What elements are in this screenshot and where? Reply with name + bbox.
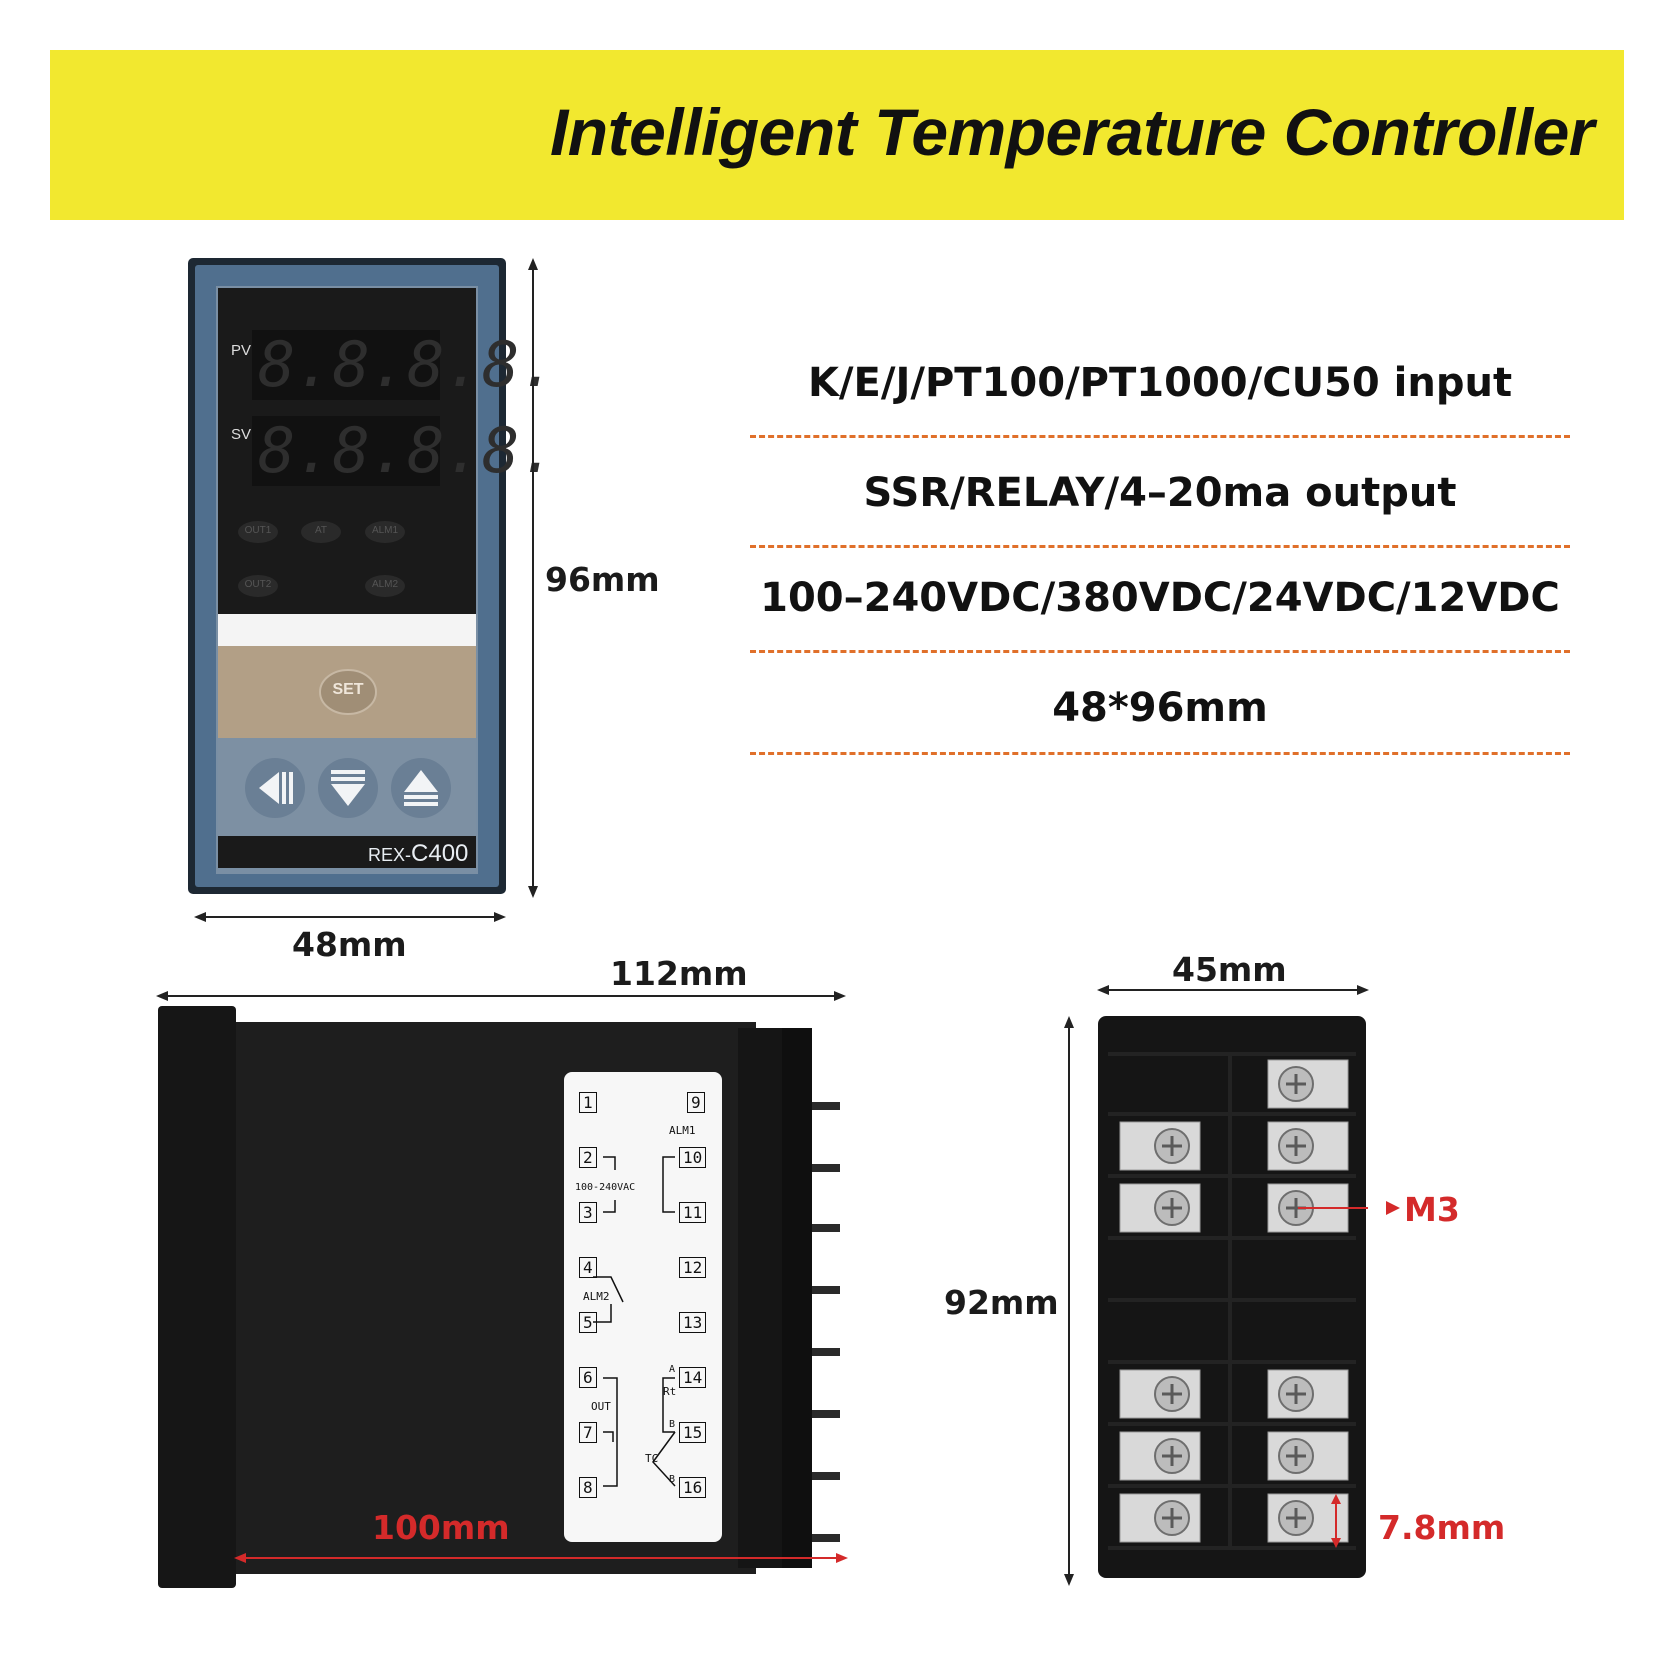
terminal-13: 13 bbox=[679, 1312, 707, 1333]
title-banner: Intelligent Temperature Controller bbox=[50, 50, 1624, 220]
front-height-arrow bbox=[528, 258, 538, 898]
alm1-label: ALM1 bbox=[669, 1124, 696, 1137]
pv-label: PV bbox=[231, 342, 252, 359]
rear-height-label: 92mm bbox=[944, 1283, 1059, 1322]
terminal-10: 10 bbox=[679, 1147, 707, 1168]
spec-input: K/E/J/PT100/PT1000/CU50 input bbox=[807, 360, 1513, 406]
rear-view bbox=[1098, 1016, 1368, 1578]
wiring-lines bbox=[593, 1156, 676, 1487]
indicator-at: AT bbox=[314, 525, 328, 536]
sv-display: 8.8.8.8. bbox=[258, 414, 557, 487]
side-length-label: 112mm bbox=[610, 954, 748, 993]
a-label: A bbox=[669, 1364, 676, 1375]
side-depth-label: 100mm bbox=[372, 1508, 510, 1547]
rear-height-arrow bbox=[1064, 1016, 1074, 1586]
tc-label: TC bbox=[645, 1452, 659, 1465]
up-arrow-icon[interactable] bbox=[400, 766, 442, 810]
arrow-right-icon bbox=[1386, 1201, 1400, 1215]
screw-size-label: M3 bbox=[1404, 1190, 1460, 1229]
spec-divider bbox=[750, 650, 1570, 653]
terminal-1: 1 bbox=[579, 1092, 597, 1113]
power-label: 100-240VAC bbox=[575, 1182, 636, 1193]
terminal-16: 16 bbox=[679, 1477, 707, 1498]
terminal-9: 9 bbox=[687, 1092, 705, 1113]
b-label: B bbox=[669, 1419, 676, 1430]
spec-divider bbox=[750, 435, 1570, 438]
front-width-arrow bbox=[194, 912, 506, 922]
out-label: OUT bbox=[591, 1400, 611, 1413]
terminal-12: 12 bbox=[679, 1257, 707, 1278]
terminal-11: 11 bbox=[679, 1202, 707, 1223]
indicator-alm2: ALM2 bbox=[371, 579, 399, 590]
indicator-alm1: ALM1 bbox=[371, 525, 399, 536]
alm2-label: ALM2 bbox=[583, 1290, 610, 1303]
terminal-3: 3 bbox=[579, 1202, 597, 1223]
spec-power: 100–240VDC/380VDC/24VDC/12VDC bbox=[760, 575, 1560, 621]
sv-label: SV bbox=[231, 426, 252, 443]
terminal-2: 2 bbox=[579, 1147, 597, 1168]
rear-width-arrow bbox=[1097, 985, 1369, 995]
spec-output: SSR/RELAY/4–20ma output bbox=[863, 470, 1457, 516]
pv-display: 8.8.8.8. bbox=[258, 328, 557, 401]
front-width-label: 48mm bbox=[292, 925, 407, 964]
down-arrow-icon[interactable] bbox=[327, 766, 369, 810]
rt-label: Rt bbox=[663, 1385, 677, 1398]
spec-divider bbox=[750, 545, 1570, 548]
spec-size: 48*96mm bbox=[1052, 685, 1268, 731]
indicator-out1: OUT1 bbox=[244, 525, 272, 536]
side-length-arrow bbox=[156, 991, 846, 1001]
front-panel bbox=[188, 258, 506, 894]
front-height-label: 96mm bbox=[545, 560, 660, 599]
spec-divider bbox=[750, 752, 1570, 755]
model-label: REX-C400 bbox=[368, 840, 469, 867]
terminal-6: 6 bbox=[579, 1367, 597, 1388]
shift-left-icon[interactable] bbox=[255, 768, 297, 808]
indicator-out2: OUT2 bbox=[244, 579, 272, 590]
set-button[interactable]: SET bbox=[332, 681, 364, 698]
side-view bbox=[158, 1006, 848, 1588]
terminal-15: 15 bbox=[679, 1422, 707, 1443]
terminal-pitch-label: 7.8mm bbox=[1378, 1508, 1506, 1547]
terminal-8: 8 bbox=[579, 1477, 597, 1498]
rear-width-label: 45mm bbox=[1172, 950, 1287, 989]
page-title: Intelligent Temperature Controller bbox=[549, 95, 1595, 169]
terminal-7: 7 bbox=[579, 1422, 597, 1443]
wiring-diagram: 1 2 3 4 5 6 7 8 9 10 11 12 13 14 15 16 A… bbox=[575, 1082, 725, 1542]
terminal-14: 14 bbox=[679, 1367, 707, 1388]
b-label: B bbox=[669, 1474, 676, 1485]
terminal-4: 4 bbox=[579, 1257, 597, 1278]
